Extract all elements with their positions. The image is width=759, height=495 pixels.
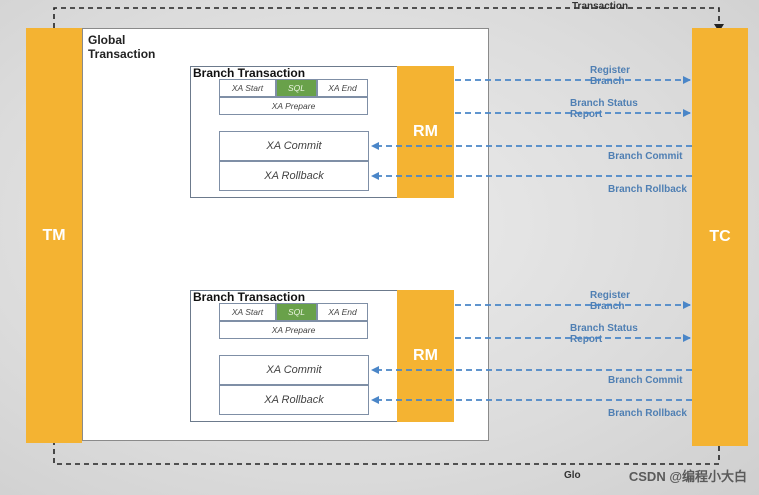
xa-end-cell: XA End [317,79,368,97]
xa-start-cell: XA Start [219,79,276,97]
outer-bottom-label: Glo [564,470,581,481]
xa-prepare-cell: XA Prepare [219,97,368,115]
register-branch-label: Register Branch [590,290,631,312]
xa-prepare-cell: XA Prepare [219,321,368,339]
xa-commit-cell: XA Commit [219,131,369,161]
branch-status-report-label: Branch Status Report [570,323,638,345]
rm-label: RM [413,347,438,364]
branch-status-report-label: Branch Status Report [570,98,638,120]
tm-label: TM [42,226,66,244]
tm-block: TM [26,28,82,443]
xa-rollback-cell: XA Rollback [219,161,369,191]
rm-label: RM [413,123,438,140]
global-transaction-title: Global Transaction [88,33,156,61]
tc-block: TC [692,28,748,446]
branch-rollback-label: Branch Rollback [608,408,687,419]
branch-transaction-title: Branch Transaction [193,66,306,80]
register-branch-label: Register Branch [590,65,631,87]
outer-top-label: Transaction [572,1,629,12]
xa-start-cell: XA Start [219,303,276,321]
tc-label: TC [709,228,731,245]
watermark: CSDN @编程小大白 [628,469,747,484]
sql-cell: SQL [276,303,317,321]
branch-commit-label: Branch Commit [608,375,683,386]
branch-transaction-title: Branch Transaction [193,290,306,304]
xa-commit-cell: XA Commit [219,355,369,385]
xa-rollback-cell: XA Rollback [219,385,369,415]
xa-end-cell: XA End [317,303,368,321]
sql-cell: SQL [276,79,317,97]
branch-rollback-label: Branch Rollback [608,184,687,195]
branch-commit-label: Branch Commit [608,151,683,162]
